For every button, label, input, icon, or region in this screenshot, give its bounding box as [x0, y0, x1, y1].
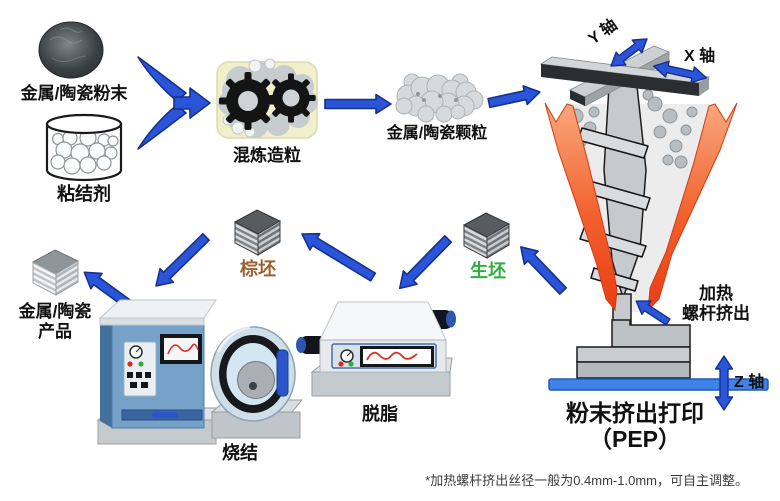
- footnote: *加热螺杆挤出丝径一般为0.4mm-1.0mm，可自主调整。: [425, 473, 748, 488]
- furnace-door: [237, 361, 275, 399]
- printer-title: 粉末挤出打印 （PEP）: [555, 400, 715, 453]
- product-cube: [31, 249, 80, 296]
- printer-title-line2: （PEP）: [588, 426, 682, 453]
- debinding-machine: [296, 301, 456, 397]
- hopper-wall-right: [647, 102, 738, 312]
- arrow-granules-to-printer: [487, 85, 541, 109]
- x-axis-arrow: [652, 60, 708, 84]
- z-axis-arrow: [714, 355, 734, 411]
- hopper-wall-left: [544, 102, 618, 312]
- arrow-debinding-to-brown-body: [301, 232, 377, 282]
- mixing-label: 混炼造粒: [233, 146, 301, 165]
- printer-title-line1: 粉末挤出打印: [566, 400, 704, 426]
- arrow-printer-to-green-body: [520, 246, 568, 295]
- merge-flow-arrow: [137, 56, 211, 150]
- green-body-label: 生坯: [470, 261, 506, 281]
- product-label: 金属/陶瓷 产品: [2, 302, 108, 343]
- arrow-mixing-to-granules: [324, 93, 392, 115]
- gantry-x-beam: [539, 56, 711, 96]
- debinding-label: 脱脂: [362, 404, 398, 424]
- brown-body-cube: [233, 209, 282, 256]
- green-body-cube: [462, 212, 511, 259]
- brown-body-label: 棕坯: [240, 259, 276, 279]
- metal-ceramic-powder-illustration: [38, 21, 104, 79]
- gear-icon: [219, 72, 277, 130]
- powder-extrusion-printer: [539, 38, 769, 411]
- x-axis-label: X 轴: [684, 48, 716, 65]
- product-label-line2: 产品: [38, 322, 72, 342]
- heated-screw-label: 加热 螺杆挤出: [652, 284, 780, 325]
- gear-icon: [266, 73, 316, 123]
- tube-furnace: [210, 325, 296, 422]
- granule-cluster-illustration: [395, 73, 484, 123]
- mixing-granulation-icon: [216, 58, 318, 139]
- binder-label: 粘结剂: [57, 184, 111, 204]
- sintering-label: 烧结: [222, 443, 258, 463]
- sintering-machine: [96, 299, 304, 445]
- binder-jar-illustration: [45, 113, 123, 182]
- z-axis-label: Z 轴: [734, 374, 765, 391]
- heated-screw-line2: 螺杆挤出: [682, 304, 750, 324]
- y-axis-arrow: [610, 38, 648, 67]
- build-platform: [548, 378, 769, 391]
- nozzle-pointer-arrow: [635, 300, 671, 326]
- heated-screw-line1: 加热: [699, 284, 733, 303]
- arrow-green-body-to-debinding: [398, 235, 453, 290]
- printed-slab-1: [576, 346, 691, 363]
- printed-slab-2: [576, 361, 691, 379]
- arrow-brown-body-to-sintering: [155, 232, 210, 287]
- furnace-handle: [276, 349, 289, 397]
- product-label-line1: 金属/陶瓷: [18, 302, 92, 321]
- granules-label: 金属/陶瓷颗粒: [386, 125, 488, 142]
- debinding-screen: [363, 349, 431, 364]
- powder-label: 金属/陶瓷粉末: [20, 84, 128, 103]
